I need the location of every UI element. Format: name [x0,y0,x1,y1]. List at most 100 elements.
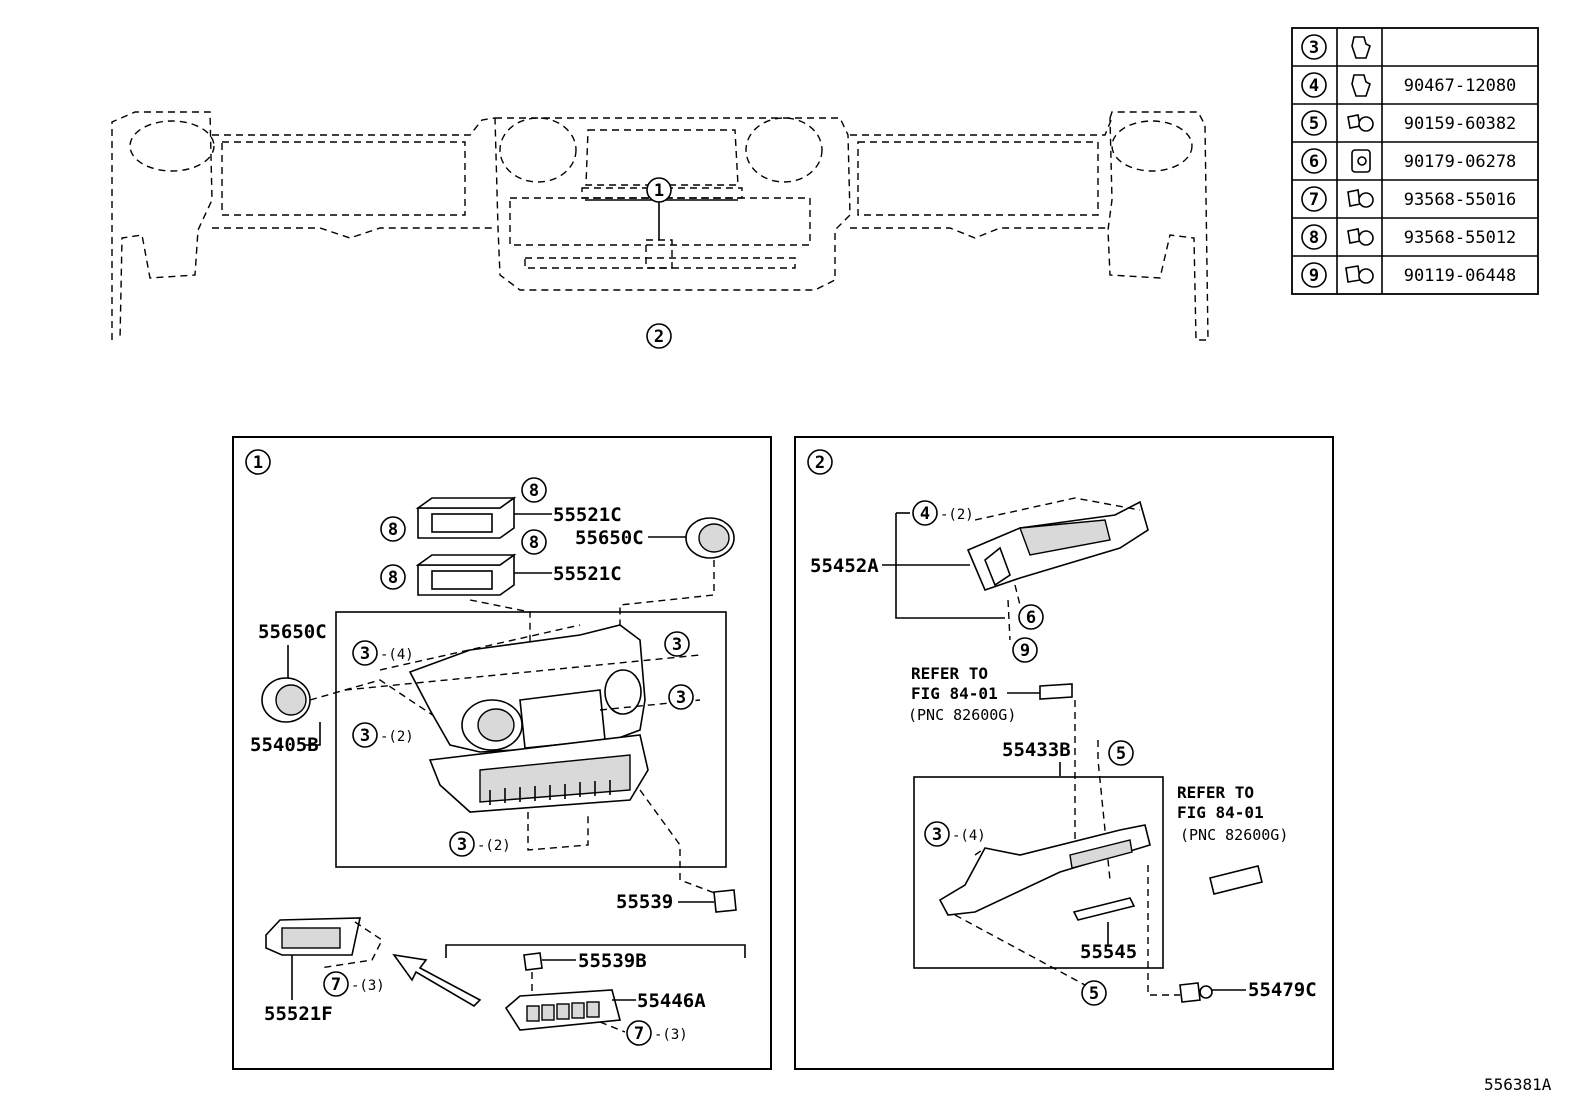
screw-icon [1347,189,1374,208]
callout-6: 6 [1026,608,1036,628]
callout-3: 3 [672,635,682,655]
callout-8: 8 [529,533,539,553]
table-row: 6 90179-06278 [1301,148,1517,174]
callout-3: 3 [676,688,686,708]
row-ref: 8 [1309,228,1319,248]
callout-3: 3 [457,835,467,855]
overview-callout-2-label: 2 [654,327,664,347]
cup-holder-55521F [265,917,361,956]
part-55521C-label: 55521C [553,504,622,526]
row-part-number: 90467-12080 [1404,76,1517,96]
row-ref: 9 [1309,266,1319,286]
table-row: 4 90467-12080 [1301,72,1517,98]
refer-pnc: (PNC 82600G) [1180,826,1288,844]
table-row: 5 90159-60382 [1301,110,1517,136]
row-ref: 6 [1309,152,1319,172]
table-row: 7 93568-55016 [1301,186,1517,212]
detail-panel-1: 1 8 8 8 8 55521C 55521C 55650C [232,436,772,1070]
table-row: 8 93568-55012 [1301,224,1517,250]
row-part-number: 90179-06278 [1404,152,1517,172]
callout-3-qty: -(4) [952,828,986,844]
callout-8: 8 [529,481,539,501]
refer-fig: FIG 84-01 [1177,803,1264,822]
glove-box-55433B [938,824,1151,916]
row-part-number: 90119-06448 [1404,266,1517,286]
switch-55539B [523,952,543,971]
strip-55545 [1072,897,1136,921]
row-ref: 5 [1309,114,1319,134]
callout-3: 3 [932,825,942,845]
row-part-number: 90467-10203 [1404,38,1517,58]
callout-7: 7 [331,975,341,995]
callout-7-qty: -(3) [351,978,385,994]
row-ref: 4 [1309,76,1319,96]
callout-7-qty: -(3) [654,1027,688,1043]
screw-icon [1347,114,1374,132]
callout-4-qty: -(2) [940,507,974,523]
fastener-table: 3 90467-10203 4 90467-12080 5 90159-6038… [1291,27,1539,295]
part-55433B-label: 55433B [1002,739,1071,761]
callout-8: 8 [388,568,398,588]
callout-3-qty: -(2) [477,838,511,854]
overview-callout-1 [646,177,672,203]
part-55521C-label: 55521C [553,563,622,585]
vent-left [261,677,311,723]
illustration-code: 556381A [1484,1075,1552,1094]
row-part-number: 90159-60382 [1404,114,1517,134]
table-row: 9 90119-06448 [1301,262,1517,288]
callout-9: 9 [1020,641,1030,661]
detail-panel-2: 2 55452A 4 -(2) 6 9 REFER TO FIG 84-01 (… [794,436,1334,1070]
callout-8: 8 [388,520,398,540]
row-part-number: 93568-55016 [1404,190,1517,210]
part-55479C-label: 55479C [1248,979,1317,1001]
refer-pnc: (PNC 82600G) [908,706,1016,724]
part-55521F-label: 55521F [264,1003,333,1025]
arrow-icon [392,953,482,1008]
callout-3-qty: -(2) [380,729,414,745]
dashboard-overview: 1 2 [111,111,1209,349]
ref-part-82600G [1039,683,1073,700]
switch-55539 [713,889,737,913]
condition-note: 有り(フロント&リヤパワーウィンドウ) [446,919,713,937]
overview-callout-2 [646,323,672,349]
part-55539B-label: 55539B [578,950,647,972]
refer-fig: FIG 84-01 [911,684,998,703]
part-55446A-label: 55446A [637,990,706,1012]
vent-upper-right [685,517,735,559]
clip-icon [1351,36,1371,59]
refer-label: REFER TO [1177,783,1254,802]
bracket-55452A [966,500,1149,591]
part-55650C-label: 55650C [575,527,644,549]
cluster-bezel [408,624,649,813]
screw-icon [1345,265,1374,284]
part-55545-label: 55545 [1080,941,1137,963]
callout-7: 7 [634,1024,644,1044]
refer-label: REFER TO [911,664,988,683]
clip-55479C [1179,982,1213,1003]
overview-callout-1-label: 1 [654,181,664,201]
panel-1-id: 1 [253,453,263,473]
clip-icon [1351,74,1371,97]
switch-panel-55446A [504,989,622,1031]
table-row: 3 90467-10203 [1301,34,1517,60]
part-55452A-label: 55452A [810,555,879,577]
ref-part-82600G [1209,865,1263,895]
callout-5: 5 [1116,744,1126,764]
row-part-number: 93568-55012 [1404,228,1517,248]
cup-holder-lower [415,553,517,596]
part-55650C-label: 55650C [258,621,327,643]
callout-3-qty: -(4) [380,647,414,663]
cup-holder-upper [415,496,517,539]
screw-icon [1347,228,1374,246]
nut-icon [1351,149,1371,173]
row-ref: 3 [1309,38,1319,58]
panel-2-id: 2 [815,453,825,473]
callout-3: 3 [360,644,370,664]
callout-4: 4 [920,504,930,524]
part-55405B-label: 55405B [250,734,319,756]
callout-3: 3 [360,726,370,746]
callout-5: 5 [1089,984,1099,1004]
row-ref: 7 [1309,190,1319,210]
part-55539-label: 55539 [616,891,673,913]
